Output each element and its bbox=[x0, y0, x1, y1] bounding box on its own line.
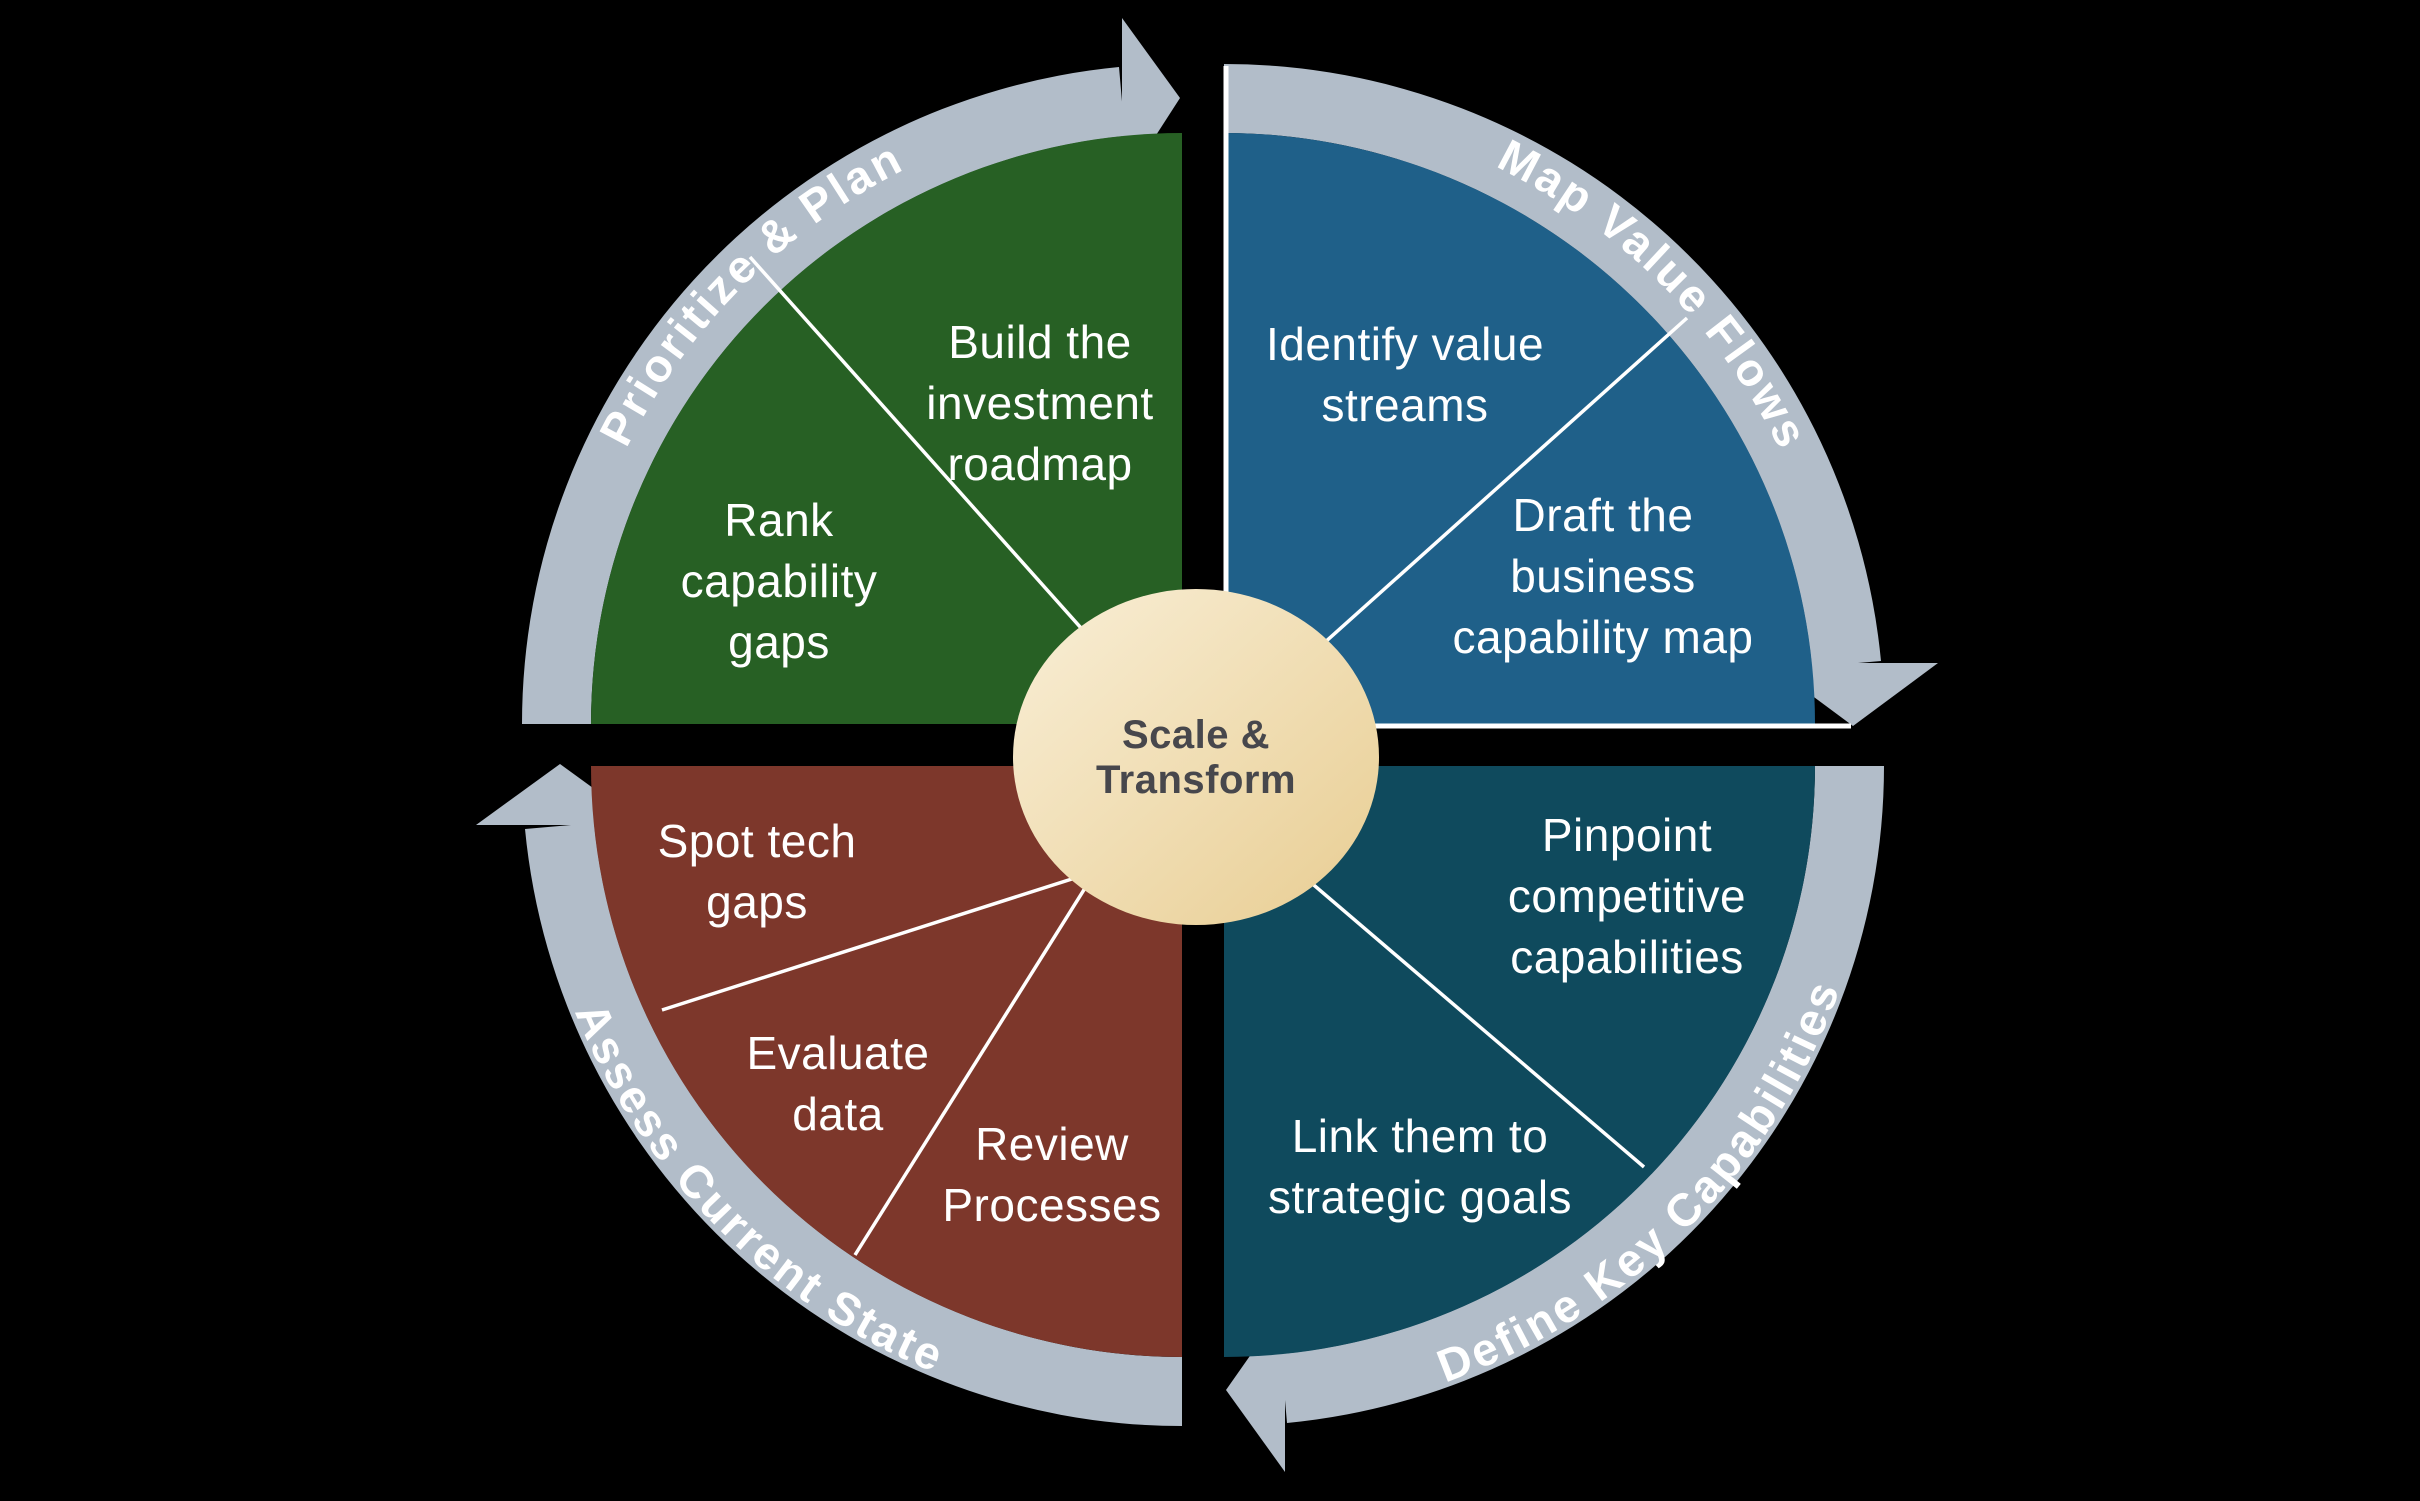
divider-assess-current-state-1 bbox=[661, 852, 1151, 1012]
ring-band-prioritize-plan bbox=[522, 67, 1125, 724]
item-label-evaluate-data: Evaluate data bbox=[746, 1026, 930, 1140]
divider-prioritize-plan bbox=[748, 255, 1100, 649]
item-label-spot-tech-gaps: Spot tech gaps bbox=[657, 814, 857, 928]
quadrant-disc-map-value-flows bbox=[1224, 133, 1815, 724]
item-label-rank-capability-gaps: Rank capability gaps bbox=[680, 494, 878, 669]
item-label-pinpoint-competitive-capabilities: Pinpoint competitive capabilities bbox=[1507, 809, 1747, 984]
center-hub-label: Scale & Transform bbox=[1095, 713, 1297, 802]
divider-map-value-flows bbox=[1254, 316, 1689, 706]
item-label-draft-business-capability-map: Draft the business capability map bbox=[1452, 489, 1754, 664]
ring-band-map-value-flows bbox=[1224, 64, 1881, 667]
ring-band-define-key-capabilities bbox=[1281, 766, 1884, 1423]
item-label-identify-value-streams: Identify value streams bbox=[1265, 317, 1545, 431]
item-label-build-investment-roadmap: Build the investment roadmap bbox=[926, 316, 1154, 491]
ring-band-assess-current-state bbox=[525, 823, 1182, 1426]
divider-assess-current-state-2 bbox=[853, 860, 1104, 1256]
center-hub-circle bbox=[1013, 589, 1379, 925]
quadrant-disc-assess-current-state bbox=[591, 766, 1182, 1357]
item-label-review-processes: Review Processes bbox=[942, 1117, 1162, 1231]
item-label-link-strategic-goals: Link them to strategic goals bbox=[1267, 1109, 1573, 1223]
